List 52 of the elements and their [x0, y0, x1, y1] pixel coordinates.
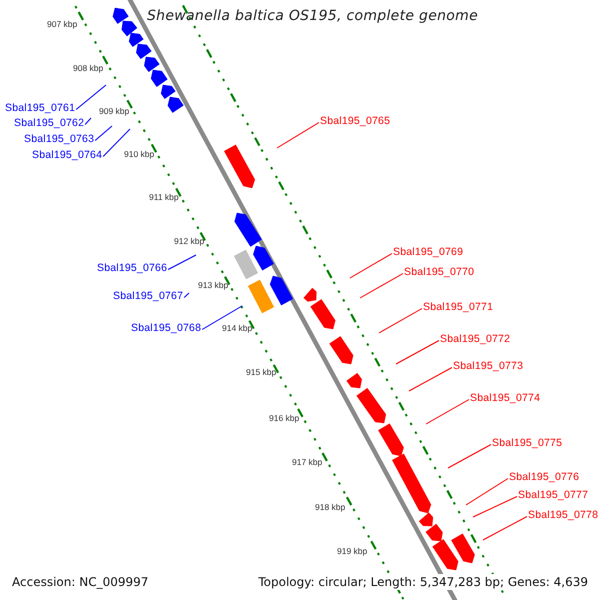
scale-tick-label: 916 kbp — [269, 413, 300, 424]
scale-tick-label: 909 kbp — [99, 106, 130, 117]
leader-line — [466, 478, 508, 506]
scale-tick-label: 913 kbp — [198, 280, 228, 291]
leader-line — [472, 496, 518, 518]
gene-label: Sbal195_0778 — [528, 509, 598, 522]
gene-label: Sbal195_0766 — [97, 262, 168, 275]
leader-line — [408, 367, 452, 392]
leader-line — [168, 254, 196, 270]
leader-line — [102, 128, 130, 157]
gene-label: Sbal195_0771 — [423, 301, 494, 314]
leader-line — [350, 253, 392, 278]
leader-line — [202, 306, 242, 330]
scale-tick-label: 911 kbp — [149, 192, 179, 203]
gene-label: Sbal195_0772 — [440, 333, 510, 346]
scale-tick-label: 915 kbp — [246, 367, 276, 378]
gene-label: Sbal195_0763 — [24, 133, 94, 146]
scale-tick-label: 918 kbp — [315, 502, 346, 513]
leader-line — [276, 122, 320, 148]
gene-label: Sbal195_0761 — [5, 102, 76, 115]
scale-tick-label: 914 kbp — [222, 323, 252, 334]
genome-info-text: Accession: NC_009997 — [10, 574, 150, 590]
gene-label: Sbal195_0762 — [14, 117, 84, 130]
genome-info-text: Topology: circular; Length: 5,347,283 bp; Genes: 4,639 — [256, 574, 590, 590]
scale-tick-label: 912 kbp — [174, 236, 204, 247]
leader-line — [378, 308, 422, 334]
gene-label: Sbal195_0773 — [453, 360, 524, 373]
gene-label: Sbal195_0769 — [393, 246, 464, 259]
genome-title: Shewanella baltica OS195, complete genome — [147, 8, 478, 24]
scale-tick-label: 917 kbp — [292, 457, 322, 468]
leader-line — [448, 444, 492, 468]
leader-line — [94, 126, 112, 141]
scale-tick-label: 910 kbp — [124, 149, 154, 160]
scale-tick-label: 919 kbp — [337, 546, 368, 557]
gene-label: Sbal195_0765 — [320, 115, 390, 128]
scale-tick-label: 907 kbp — [47, 19, 78, 30]
leader-line — [84, 118, 92, 125]
gene-label: Sbal195_0767 — [113, 290, 184, 303]
gene-label: Sbal195_0774 — [470, 392, 540, 405]
gene-label: Sbal195_0764 — [32, 149, 102, 162]
leader-line — [482, 516, 528, 540]
leader-line — [360, 273, 404, 298]
leader-line — [426, 399, 470, 424]
gene-label: Sbal195_0775 — [492, 437, 562, 450]
gene-label: Sbal195_0776 — [509, 471, 580, 484]
leader-line — [184, 292, 190, 298]
leader-line — [76, 84, 106, 110]
scale-tick-label: 908 kbp — [73, 63, 104, 74]
gene-label: Sbal195_0770 — [404, 266, 474, 279]
gene-label: Sbal195_0777 — [518, 489, 588, 502]
gene-label: Sbal195_0768 — [131, 322, 202, 335]
leader-line — [396, 340, 440, 364]
